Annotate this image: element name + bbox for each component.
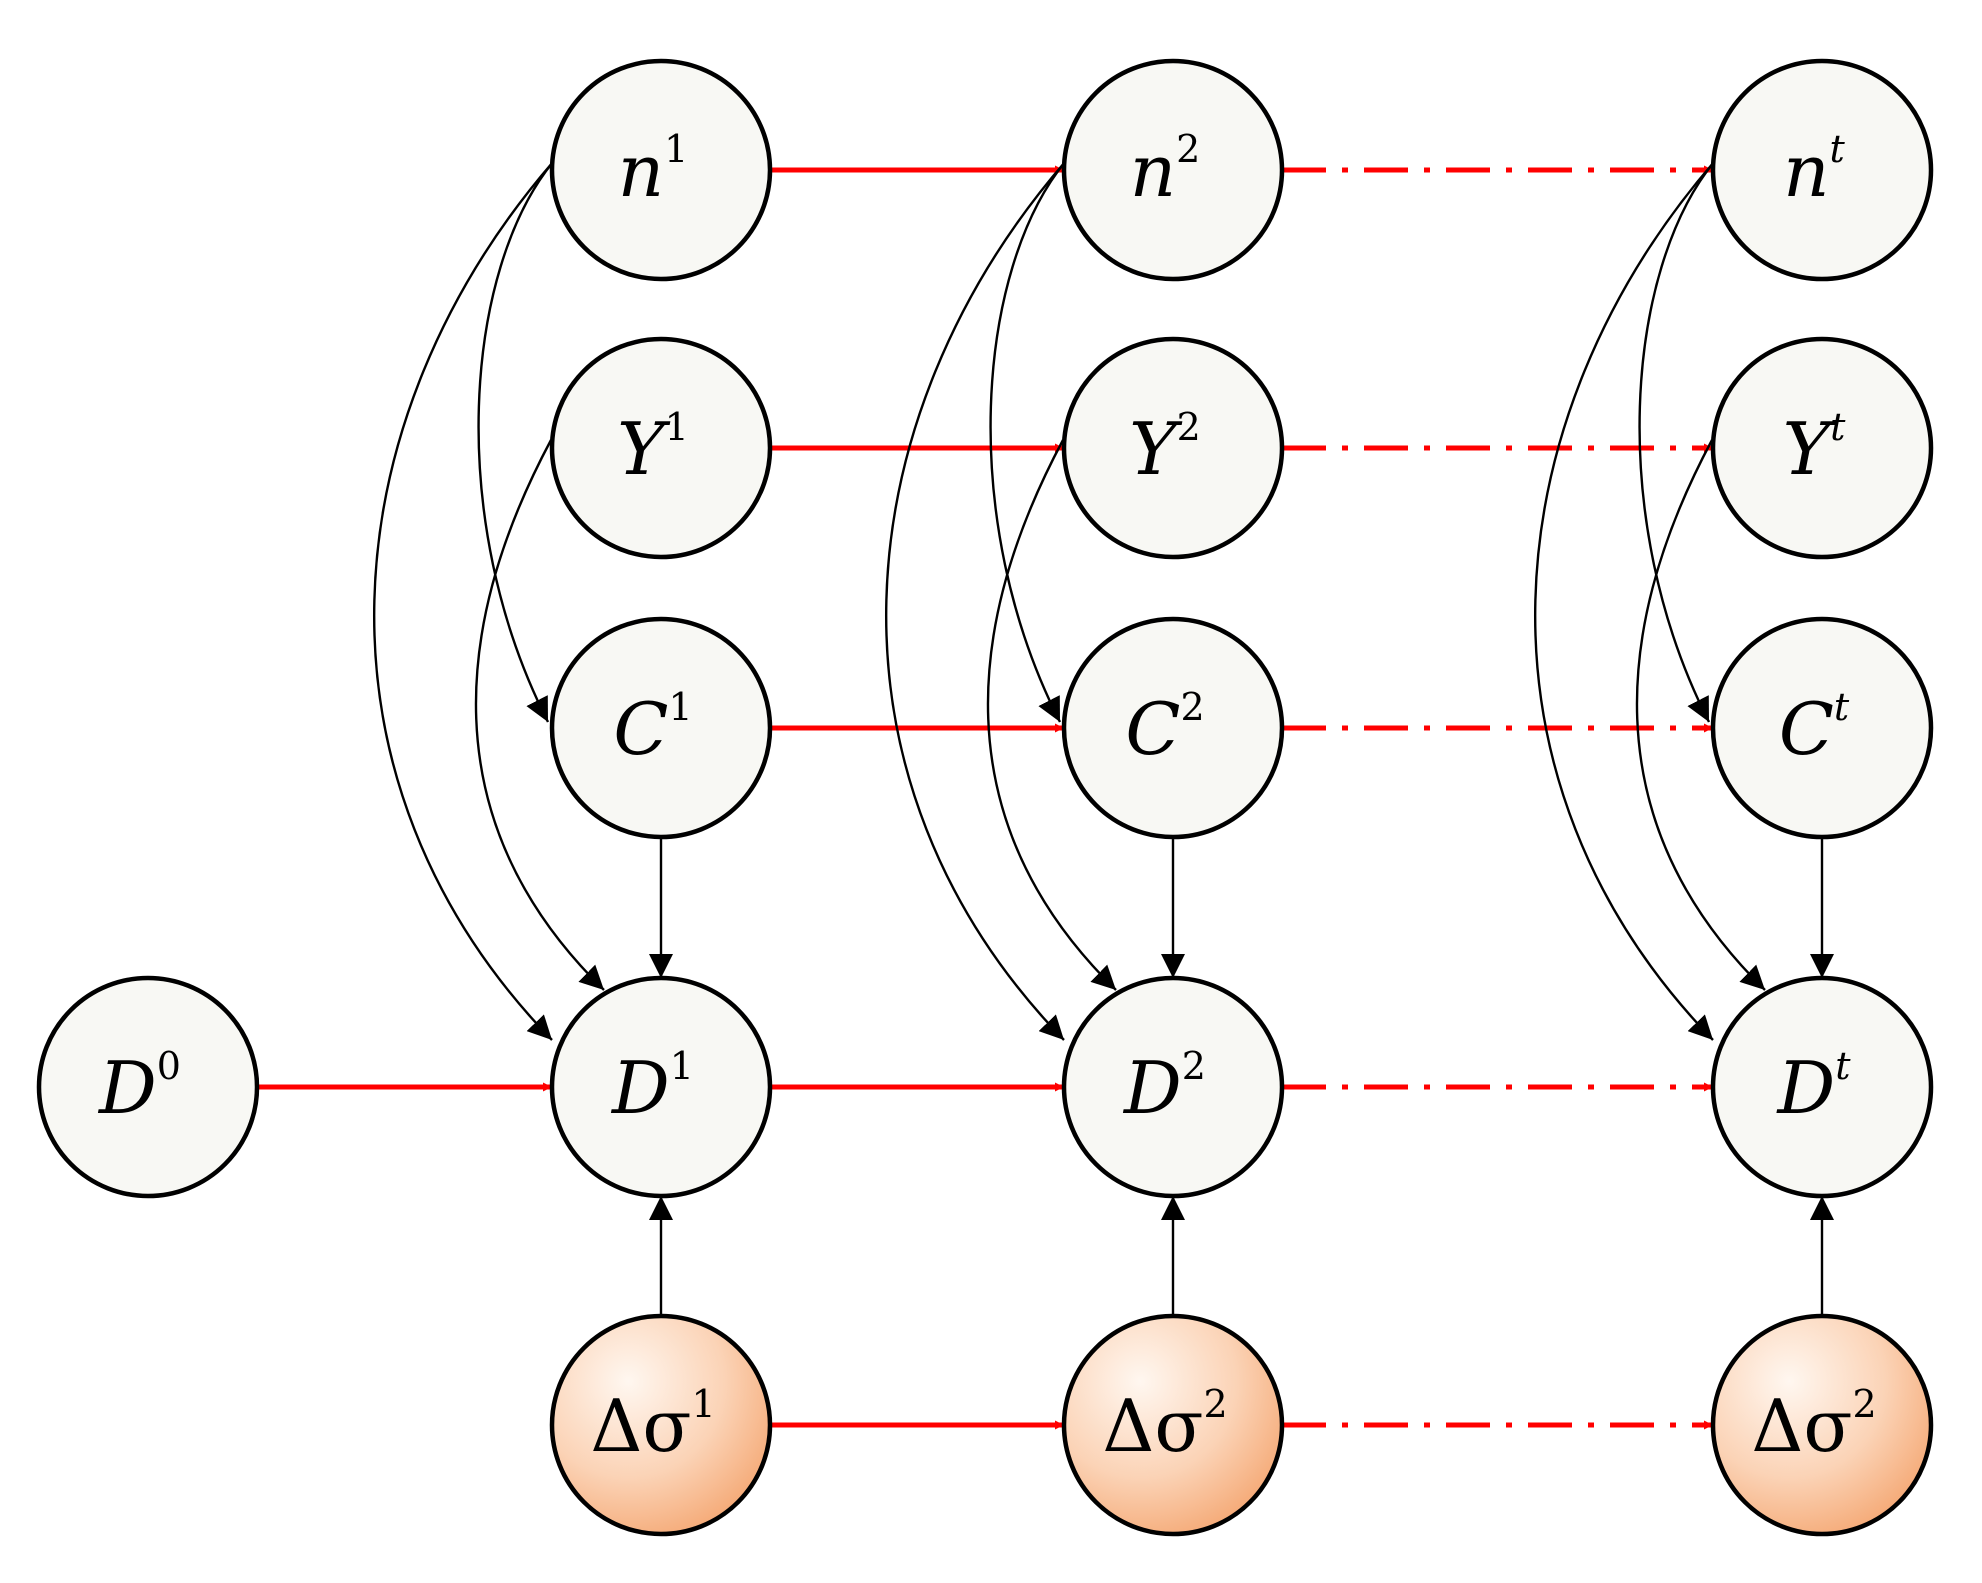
node-St-circle — [1710, 1313, 1934, 1537]
node-D2: D2 — [1061, 975, 1285, 1199]
node-D1: D1 — [549, 975, 773, 1199]
edge-n2-to-C2 — [989, 161, 1066, 723]
node-n1: n1 — [549, 58, 773, 282]
node-D0-circle — [36, 975, 260, 1199]
edge-nt-to-Dt — [1533, 161, 1715, 1041]
edges-layer — [257, 161, 1834, 1430]
node-D1-label: D1 — [610, 1044, 694, 1130]
edge-Y2-to-D2 — [986, 439, 1117, 991]
node-D2-circle — [1061, 975, 1285, 1199]
node-Y1-label: Y1 — [617, 405, 689, 491]
node-D1-circle — [549, 975, 773, 1199]
node-Ct: Ct — [1710, 616, 1934, 840]
node-S1: Δσ1 — [549, 1313, 773, 1537]
node-D0-label: D0 — [97, 1044, 181, 1130]
node-C2: C2 — [1061, 616, 1285, 840]
node-n2-circle — [1061, 58, 1285, 282]
node-Y2-circle — [1061, 336, 1285, 560]
node-Yt-circle — [1710, 336, 1934, 560]
node-C1-label: C1 — [613, 685, 692, 771]
node-Yt: Yt — [1710, 336, 1934, 560]
node-nt-label: nt — [1783, 127, 1845, 213]
node-S2: Δσ2 — [1061, 1313, 1285, 1537]
node-n1-label: n1 — [618, 127, 689, 213]
node-Dt-label: Dt — [1775, 1044, 1851, 1130]
node-Yt-label: Yt — [1783, 405, 1847, 491]
node-S2-circle — [1061, 1313, 1285, 1537]
node-Ct-circle — [1710, 616, 1934, 840]
node-C2-circle — [1061, 616, 1285, 840]
node-S1-label: Δσ1 — [590, 1382, 715, 1468]
edge-nt-to-Ct — [1638, 161, 1715, 723]
node-St-label: Δσ2 — [1751, 1382, 1876, 1468]
node-Dt: Dt — [1710, 975, 1934, 1199]
node-D2-label: D2 — [1122, 1044, 1206, 1130]
node-C1-circle — [549, 616, 773, 840]
node-Ct-label: Ct — [1779, 685, 1850, 771]
edge-Yt-to-Dt — [1635, 439, 1766, 991]
node-S2-label: Δσ2 — [1102, 1382, 1227, 1468]
edge-Y1-to-D1 — [474, 439, 605, 991]
node-Y2: Y2 — [1061, 336, 1285, 560]
node-Y1: Y1 — [549, 336, 773, 560]
node-n1-circle — [549, 58, 773, 282]
node-C2-label: C2 — [1125, 685, 1204, 771]
node-D0: D0 — [36, 975, 260, 1199]
node-C1: C1 — [549, 616, 773, 840]
node-n2-label: n2 — [1130, 127, 1201, 213]
node-S1-circle — [549, 1313, 773, 1537]
node-Dt-circle — [1710, 975, 1934, 1199]
edge-n1-to-D1 — [372, 161, 554, 1041]
node-nt-circle — [1710, 58, 1934, 282]
node-Y2-label: Y2 — [1129, 405, 1201, 491]
node-Y1-circle — [549, 336, 773, 560]
node-n2: n2 — [1061, 58, 1285, 282]
node-St: Δσ2 — [1710, 1313, 1934, 1537]
edge-n1-to-C1 — [477, 161, 554, 723]
edge-n2-to-D2 — [884, 161, 1066, 1041]
node-nt: nt — [1710, 58, 1934, 282]
